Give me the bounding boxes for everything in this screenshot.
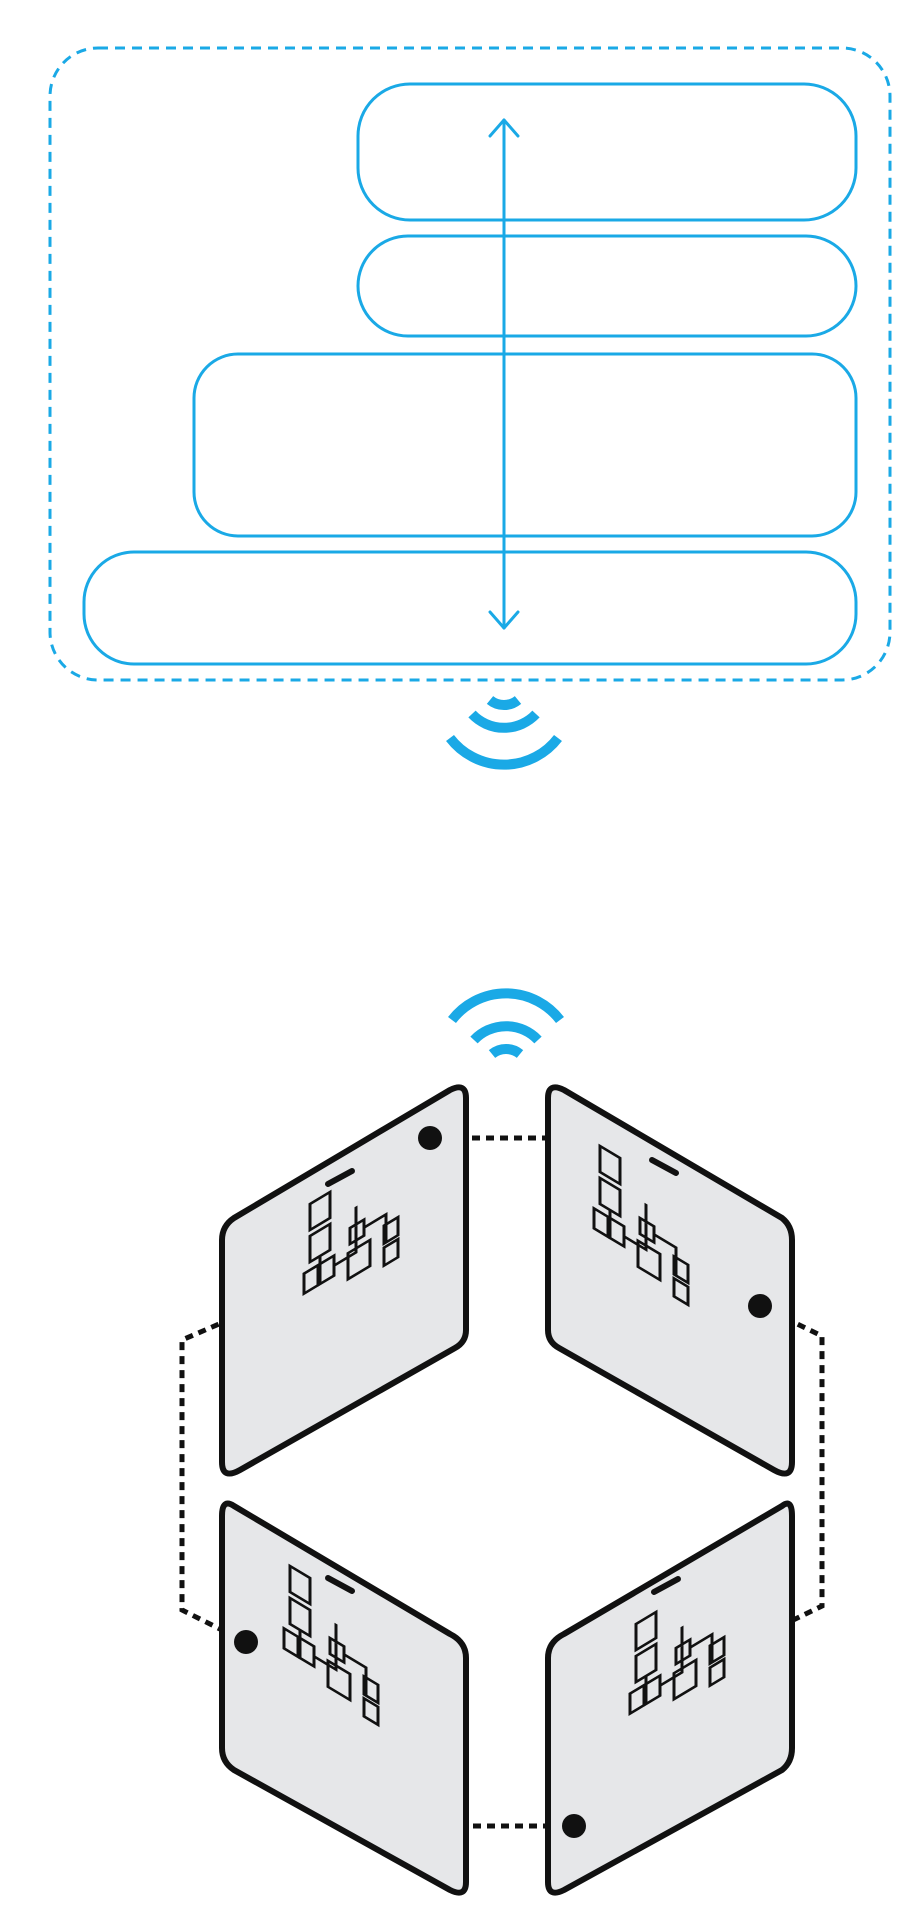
bar-4 — [82, 550, 858, 666]
panel-top-left — [219, 1084, 469, 1477]
panel-notch — [325, 1575, 355, 1594]
bar-2 — [356, 234, 858, 338]
panel-bottom-left — [219, 1500, 469, 1896]
connection-dot — [418, 1126, 442, 1150]
panel-notch — [651, 1576, 681, 1595]
dashed-container — [48, 46, 892, 682]
wireless-signal-icon — [448, 988, 564, 1059]
bar-3 — [192, 352, 858, 538]
panel-notch — [325, 1168, 355, 1187]
bar-1 — [356, 82, 858, 222]
top-group — [48, 46, 892, 770]
panel-notch — [649, 1157, 679, 1176]
panel-bottom-right — [545, 1500, 795, 1896]
connection-dot — [748, 1294, 772, 1318]
connection-dot — [234, 1630, 258, 1654]
panel-top-right — [545, 1084, 795, 1477]
wireless-signal-icon — [446, 695, 562, 770]
bottom-group — [179, 988, 825, 1896]
vertical-double-arrow — [488, 118, 520, 630]
connection-dot — [562, 1814, 586, 1838]
